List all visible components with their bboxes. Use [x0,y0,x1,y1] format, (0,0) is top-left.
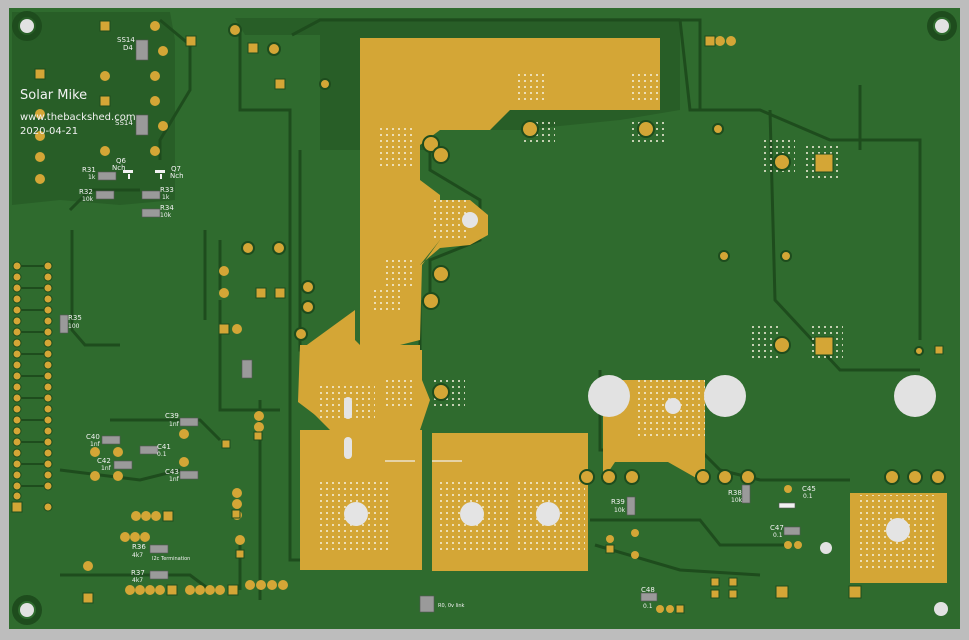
label-r37-val: 4k7 [132,577,143,584]
label-r31-val: 1k [88,174,96,181]
board-url: www.thebackshed.com [20,112,136,123]
label-r32-val: 10k [82,196,94,203]
label-r36: R36 [132,543,146,551]
ground-region-left [12,12,175,205]
label-c48: C48 [641,586,655,594]
silk-marks [123,170,462,462]
label-q7: Q7 [171,165,181,173]
label-c47-val: 0.1 [773,532,783,539]
header-connector [12,261,53,512]
label-c39: C39 [165,412,179,420]
label-r36-val: 4k7 [132,552,143,559]
label-r39-val: 10k [614,507,626,514]
label-r38: R38 [728,489,742,497]
label-ss14-top: SS14 [117,36,135,44]
label-c48-val: 0.1 [643,603,653,610]
label-q7-type: Nch [170,172,184,180]
label-r38-val: 10k [731,497,743,504]
label-r32: R32 [79,188,93,196]
header-traces [21,265,44,487]
label-r37: R37 [131,569,145,577]
traces [59,18,922,600]
label-c42: C42 [97,457,111,465]
label-c43-val: 1nf [169,476,180,483]
label-c42-val: 1nf [101,465,112,472]
mounting-holes [20,19,949,617]
label-r35-val: 100 [68,323,80,330]
smd-components [59,39,801,613]
label-r33-val: 1k [162,194,170,201]
silkscreen-text: Solar Mike www.thebackshed.com 2020-04-2… [20,36,816,610]
label-r34: R34 [160,204,174,212]
label-ss14-bot: SS14 [115,119,133,127]
hole-rings [12,11,957,625]
label-r34-val: 10k [160,212,172,219]
label-c45-val: 0.1 [803,493,813,500]
board-date: 2020-04-21 [20,126,78,137]
label-r35: R35 [68,314,82,322]
label-r33: R33 [160,186,174,194]
board-title: Solar Mike [20,88,87,103]
label-c41-val: 0.1 [157,451,167,458]
label-r31: R31 [82,166,96,174]
label-c40-val: 1nf [90,441,101,448]
label-q6: Q6 [116,157,127,165]
label-c40: C40 [86,433,100,441]
large-pads [344,212,910,542]
label-i2c: I2c Termination [152,556,190,562]
label-r39: R39 [611,498,625,506]
label-r0: R0, 0v link [438,603,465,609]
label-c47: C47 [770,524,784,532]
label-c39-val: 1nf [169,421,180,428]
label-c41: C41 [157,443,171,451]
label-d4: D4 [123,44,133,52]
label-q6-type: Nch [112,164,126,172]
label-c45: C45 [802,485,816,493]
square-pads [11,20,944,614]
label-c43: C43 [165,468,179,476]
